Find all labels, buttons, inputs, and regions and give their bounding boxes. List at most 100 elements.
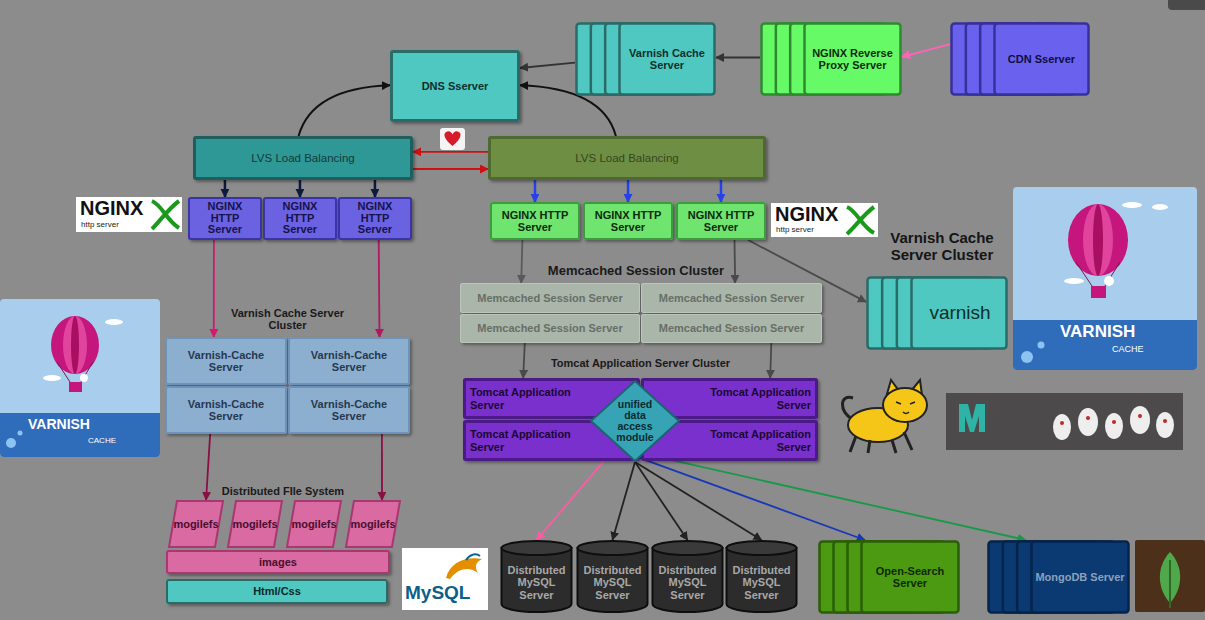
- nginx-logo: [76, 197, 182, 232]
- text-area: Varnish Cache Server: [622, 25, 712, 93]
- text-area: Distributed MySQL Server: [728, 557, 795, 608]
- node-label: NGINX Reverse Proxy Server: [807, 47, 898, 72]
- connector-arrow: [521, 240, 522, 283]
- varnish-logo: [0, 299, 160, 457]
- connector-arrow: [627, 180, 630, 202]
- node-label: unified data access module: [612, 399, 658, 443]
- node-label: Varnish-Cache Server: [293, 349, 405, 374]
- cylinder-top: [653, 541, 723, 555]
- mysql-logo: [402, 548, 488, 610]
- node-label: MongoDB Server: [1034, 571, 1126, 583]
- text-area: Html/Css: [171, 582, 383, 601]
- label-box: http server: [81, 221, 119, 229]
- connector-arrow: [613, 462, 636, 540]
- label-box: NGINX: [775, 204, 838, 224]
- node-label: varnish: [914, 302, 1006, 323]
- session-server-box: Memcached Session Server: [641, 283, 822, 313]
- connector-arrow: [720, 180, 723, 202]
- node-label: images: [171, 556, 385, 568]
- cluster-group: Memcached Session ClusterMemcached Sessi…: [458, 262, 824, 346]
- node-label: NGINX HTTP Server: [270, 201, 330, 237]
- memcached-banner: [1105, 413, 1123, 439]
- heartbeat-icon: [440, 128, 465, 150]
- logo-subtext: CACHE: [88, 437, 116, 445]
- varnish-logo: [69, 382, 82, 392]
- node-label: mogilefs: [232, 518, 278, 530]
- cluster-heading: Memcached Session Cluster: [458, 264, 814, 279]
- database-cylinder: Distributed MySQL Server: [500, 540, 573, 612]
- storage-band: images: [166, 550, 390, 574]
- text-area: NGINX HTTP Server: [270, 199, 330, 238]
- http-server-box: NGINX HTTP Server: [676, 202, 766, 240]
- varnish-logo: [57, 362, 93, 382]
- node-label: Memcached Session Server: [464, 292, 636, 304]
- text-area: Memcached Session Server: [464, 285, 636, 311]
- memcached-banner: [1078, 408, 1098, 436]
- text-area: mogilefs: [232, 500, 278, 548]
- varnish-logo: [0, 413, 160, 457]
- text-area: Memcached Session Server: [464, 316, 636, 341]
- varnish-logo: [1093, 204, 1103, 276]
- cache-server-box: Varnish-Cache Server: [165, 337, 287, 385]
- connector-arrow: [534, 180, 537, 202]
- connector-arrow: [206, 434, 210, 500]
- shape-outline: [575, 22, 716, 96]
- memcached-banner: [1053, 414, 1071, 440]
- corner-tab: [1168, 0, 1205, 10]
- tomcat-icon: [887, 380, 922, 395]
- varnish-logo: [1152, 204, 1168, 210]
- text-area: NGINX HTTP Server: [681, 205, 761, 237]
- varnish-logo: [6, 438, 16, 448]
- connector-arrow: [213, 240, 215, 337]
- node-label: NGINX HTTP Server: [495, 209, 575, 234]
- connector-arrow: [520, 63, 575, 68]
- nginx-logo: [152, 201, 179, 229]
- text-area: NGINX HTTP Server: [588, 205, 668, 237]
- node-label: Tomcat Application Server: [699, 386, 811, 411]
- logo-text: NGINX: [80, 198, 143, 218]
- cache-server-box: Varnish-Cache Server: [288, 337, 410, 385]
- label-box: CACHE: [88, 437, 116, 445]
- logo-text: MySQL: [405, 583, 470, 602]
- node-label: NGINX HTTP Server: [588, 209, 668, 234]
- stack-layer: [1032, 542, 1129, 613]
- parallelogram-outline: [287, 501, 341, 547]
- node-label: Tomcat Application Server: [470, 386, 582, 411]
- connector-arrow: [640, 458, 865, 540]
- logo-subtext: http server: [81, 221, 119, 229]
- varnish-logo: [80, 374, 88, 382]
- text-area: Memcached Session Server: [645, 285, 818, 311]
- varnish-logo: [18, 431, 23, 436]
- connector-arrow: [523, 343, 525, 378]
- logo-subtext: http server: [776, 226, 814, 234]
- cylinder-body: [653, 548, 723, 612]
- connector-arrow: [299, 85, 390, 136]
- connector-arrow: [299, 180, 302, 197]
- connector-arrow: [734, 240, 736, 283]
- http-server-box: NGINX HTTP Server: [263, 197, 337, 240]
- nginx-logo: [771, 203, 878, 237]
- varnish-logo: [63, 316, 87, 374]
- heartbeat-icon: [444, 131, 460, 146]
- memcached-banner: [946, 393, 1183, 450]
- tomcat-icon: [883, 388, 927, 422]
- tomcat-icon: [842, 380, 927, 453]
- varnish-logo: [1013, 187, 1197, 370]
- varnish-logo: [1038, 342, 1045, 349]
- storage-node: mogilefs: [227, 500, 283, 548]
- node-label: Tomcat Application Server: [470, 428, 582, 453]
- file-system-group: Distributed FIle Systemmogilefsmogilefsm…: [163, 484, 405, 606]
- text-area: Tomcat Application Server: [470, 378, 582, 419]
- node-label: LVS Load Balancing: [494, 152, 760, 165]
- node-label: Varnish-Cache Server: [170, 398, 282, 423]
- node-label: NGINX HTTP Server: [195, 201, 255, 237]
- text-area: Tomcat Application Server Cluster: [461, 354, 820, 372]
- server-stack: Varnish Cache Server: [575, 22, 716, 96]
- node-label: NGINX HTTP Server: [345, 201, 405, 237]
- cluster-heading: Tomcat Application Server Cluster: [461, 357, 820, 369]
- node-label: Memcached Session Server: [645, 292, 818, 304]
- text-area: NGINX HTTP Server: [195, 199, 255, 238]
- text-area: Distributed MySQL Server: [579, 557, 646, 608]
- cluster-heading: Varnish Cache Server Cluster: [876, 230, 1008, 264]
- cylinder-top: [502, 541, 572, 555]
